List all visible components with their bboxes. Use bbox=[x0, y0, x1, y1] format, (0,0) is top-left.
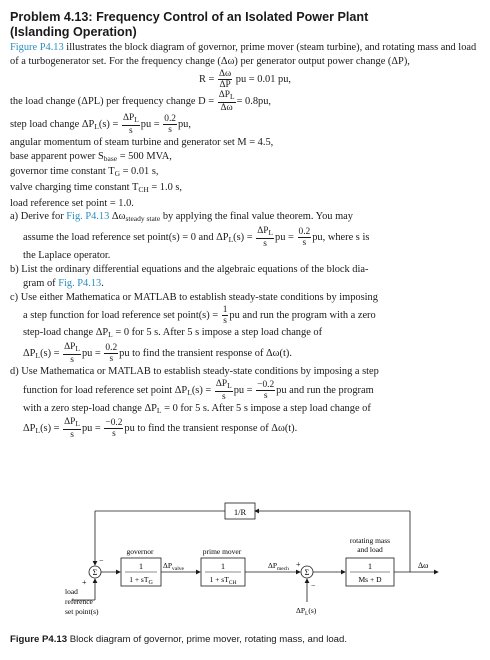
svg-text:Σ: Σ bbox=[305, 568, 310, 577]
intro-paragraph: Figure P4.13 illustrates the block diagr… bbox=[10, 42, 477, 67]
item-d: d) Use Mathematica or MATLAB to establis… bbox=[10, 365, 379, 377]
param-momentum: angular momentum of steam turbine and ge… bbox=[10, 137, 274, 149]
svg-text:Ms + D: Ms + D bbox=[359, 575, 383, 584]
figure-link[interactable]: Figure P4.13 bbox=[10, 42, 64, 53]
svg-text:−: − bbox=[311, 581, 316, 590]
param-load-ref: load reference set point = 1.0. bbox=[10, 197, 134, 209]
item-c: c) Use either Mathematica or MATLAB to e… bbox=[10, 291, 378, 303]
svg-text:+: + bbox=[82, 578, 87, 587]
svg-text:1: 1 bbox=[368, 562, 372, 571]
equation-load-change: the load change (ΔPL) per frequency chan… bbox=[10, 90, 271, 114]
item-a: a) Derive for Fig. P4.13 Δωsteady state … bbox=[10, 211, 353, 224]
feedback-label: 1/R bbox=[234, 507, 247, 517]
governor-label: governor bbox=[126, 547, 154, 556]
figure-caption: Figure P4.13 Block diagram of governor, … bbox=[10, 634, 348, 645]
input-label: load bbox=[65, 587, 78, 596]
svg-text:reference: reference bbox=[65, 597, 94, 606]
svg-text:1: 1 bbox=[139, 562, 143, 571]
block-diagram: 1/R Σ − + load reference set point(s) go… bbox=[65, 502, 439, 617]
figure-link[interactable]: Fig. P4.13 bbox=[58, 277, 102, 289]
problem-text: Problem 4.13: Frequency Control of an Is… bbox=[10, 10, 480, 440]
svg-text:set point(s): set point(s) bbox=[65, 607, 99, 616]
svg-text:1: 1 bbox=[221, 562, 225, 571]
svg-text:−: − bbox=[99, 556, 104, 565]
svg-text:1 + sTG: 1 + sTG bbox=[129, 575, 153, 586]
param-governor-tc: governor time constant TG = 0.01 s, bbox=[10, 166, 159, 179]
problem-title: Problem 4.13: Frequency Control of an Is… bbox=[10, 10, 369, 39]
figure-link[interactable]: Fig. P4.13 bbox=[66, 211, 110, 223]
param-valve-tc: valve charging time constant TCH = 1.0 s… bbox=[10, 181, 183, 194]
svg-text:ΔPL(s): ΔPL(s) bbox=[296, 606, 317, 617]
svg-text:1 + sTCH: 1 + sTCH bbox=[210, 575, 237, 586]
svg-text:Σ: Σ bbox=[93, 568, 98, 577]
svg-text:ΔPmech: ΔPmech bbox=[268, 561, 289, 572]
param-base-power: base apparent power Sbase = 500 MVA, bbox=[10, 150, 172, 163]
rotating-mass-label: rotating mass bbox=[350, 536, 390, 545]
svg-text:+: + bbox=[296, 560, 301, 569]
output-label: Δω bbox=[418, 561, 428, 570]
item-b: b) List the ordinary differential equati… bbox=[10, 263, 369, 275]
svg-text:and load: and load bbox=[357, 545, 383, 554]
svg-text:ΔPvalve: ΔPvalve bbox=[163, 561, 184, 572]
prime-mover-label: prime mover bbox=[203, 547, 242, 556]
